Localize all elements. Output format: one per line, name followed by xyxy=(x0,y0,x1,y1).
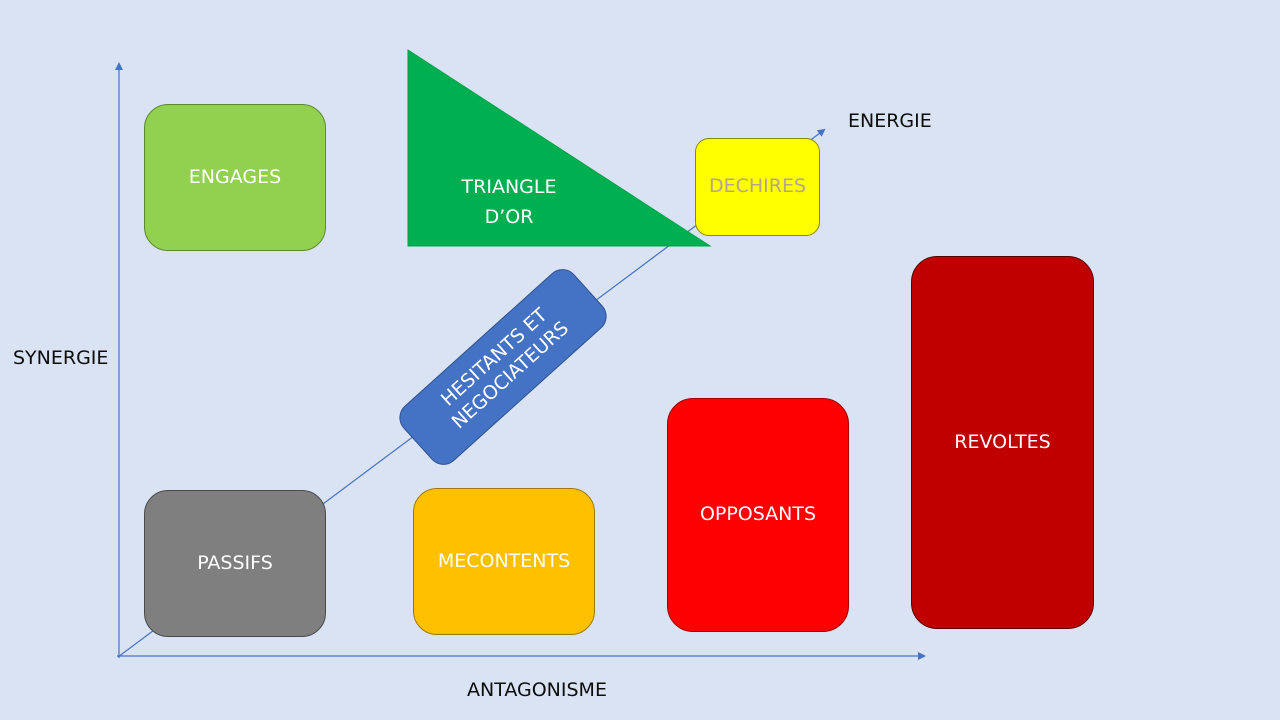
mecontents-box: MECONTENTS xyxy=(413,488,595,635)
revoltes-label: REVOLTES xyxy=(954,430,1051,453)
engages-label: ENGAGES xyxy=(188,165,282,188)
triangle-dor-shape xyxy=(407,49,712,247)
opposants-label: OPPOSANTS xyxy=(699,503,817,526)
mecontents-label: MECONTENTS xyxy=(437,549,571,572)
antagonisme-axis-label: ANTAGONISME xyxy=(467,679,607,701)
revoltes-box: REVOLTES xyxy=(911,256,1094,629)
engages-box: ENGAGES xyxy=(144,104,326,251)
energie-axis-label: ENERGIE xyxy=(848,110,932,132)
dechires-label: DECHIRES xyxy=(708,175,807,198)
passifs-box: PASSIFS xyxy=(144,490,326,637)
synergie-axis-label: SYNERGIE xyxy=(13,347,109,369)
triangle-dor-label-line2: D’OR xyxy=(484,206,534,229)
dechires-box: DECHIRES xyxy=(695,138,820,236)
triangle-dor-label: TRIANGLE D’OR xyxy=(430,172,588,233)
passifs-label: PASSIFS xyxy=(197,551,273,574)
triangle-dor-label-line1: TRIANGLE xyxy=(461,176,557,198)
opposants-box: OPPOSANTS xyxy=(667,398,849,632)
